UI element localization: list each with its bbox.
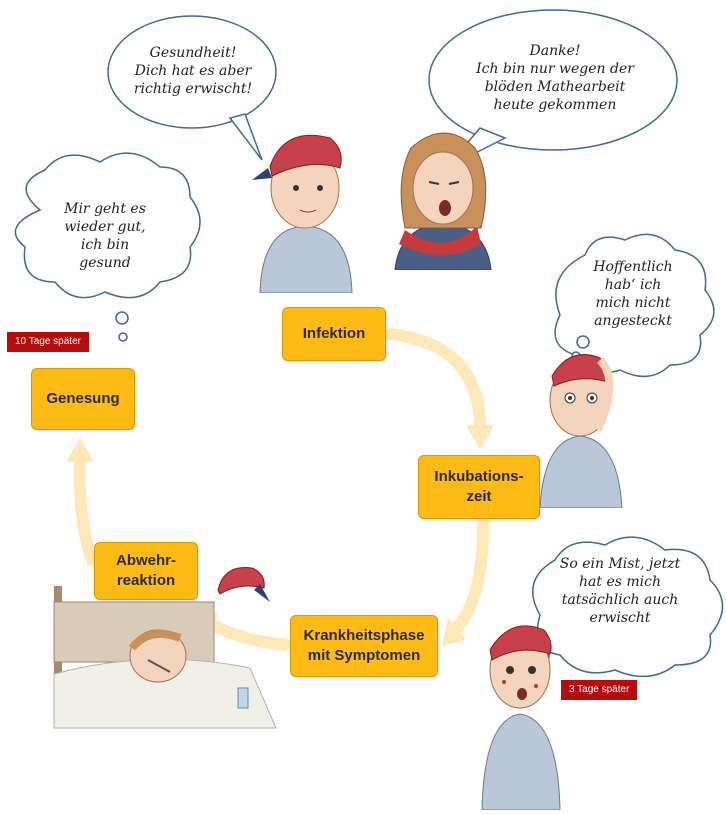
arrowhead [66,438,94,462]
stage-abwehr: Abwehr- reaktion [94,542,198,600]
time-tag-ten-days: 10 Tage später [7,332,89,352]
stage-krankheit: Krankheitsphase mit Symptomen [290,615,438,677]
speech-text-girl: Danke! Ich bin nur wegen der blöden Math… [476,43,634,113]
arrow-abwehr-genesung [73,454,98,566]
time-tag-three-days: 3 Tage später [561,680,638,700]
speech-bubble-tail [228,113,263,161]
stage-infektion: Infektion [282,307,386,361]
speech-bubble-girl [428,9,678,151]
girl-figure [394,132,492,270]
stage-genesung: Genesung [31,368,135,430]
arrowhead [442,618,466,646]
thought-text-hoping: Hoffentlich hab‘ ich mich nicht angestec… [593,259,673,329]
thought-cloud-hoping [554,233,715,378]
arrow-inkubation-krankheit [449,514,490,636]
speech-text-boy: Gesundheit! Dich hat es aber richtig erw… [133,45,253,97]
stage-inkubation: Inkubations- zeit [418,455,540,519]
arrow-krankheit-abwehr [207,619,291,651]
speech-bubble-boy [107,15,277,129]
thought-dot [576,335,590,349]
arrowhead [466,425,494,450]
thought-dot [115,311,129,325]
thought-text-healthy: Mir geht es wieder gut, ich bin gesund [64,201,146,271]
thought-dot [118,332,128,342]
boy-figure [252,134,353,293]
bed-illustration [53,586,277,729]
boy-hoping-figure [539,354,623,508]
thought-cloud-healthy [14,152,201,299]
cap-icon [217,566,270,602]
thought-text-sick: So ein Mist, jetzt hat es mich tatsächli… [559,556,681,626]
boy-sick-figure [481,625,561,810]
arrow-infektion-inkubation [384,328,486,431]
